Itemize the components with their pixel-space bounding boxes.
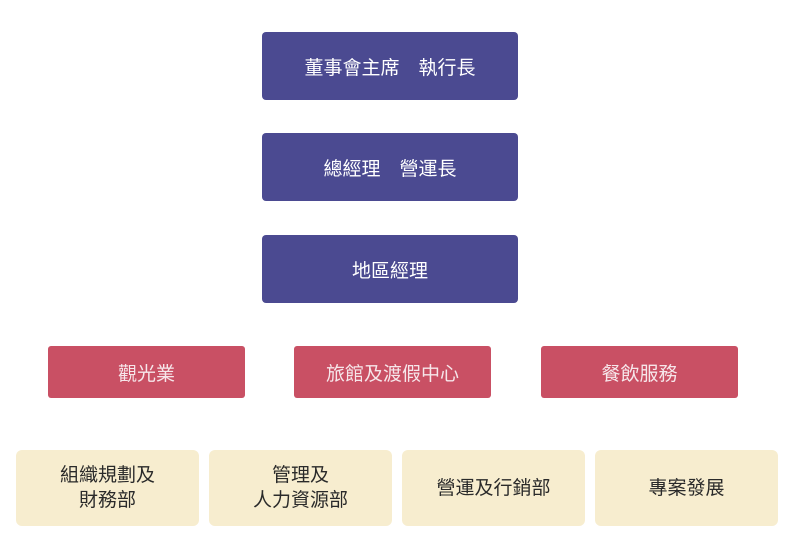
node-chairman-ceo: 董事會主席 執行長	[262, 32, 518, 100]
node-food-service: 餐飲服務	[541, 346, 738, 398]
node-project-development: 專案發展	[595, 450, 778, 526]
node-tourism: 觀光業	[48, 346, 245, 398]
node-regional-manager: 地區經理	[262, 235, 518, 303]
node-general-manager-coo: 總經理 營運長	[262, 133, 518, 201]
node-operations-marketing: 營運及行銷部	[402, 450, 585, 526]
node-management-hr: 管理及 人力資源部	[209, 450, 392, 526]
node-hotels-resorts: 旅館及渡假中心	[294, 346, 491, 398]
node-planning-finance: 組織規劃及 財務部	[16, 450, 199, 526]
